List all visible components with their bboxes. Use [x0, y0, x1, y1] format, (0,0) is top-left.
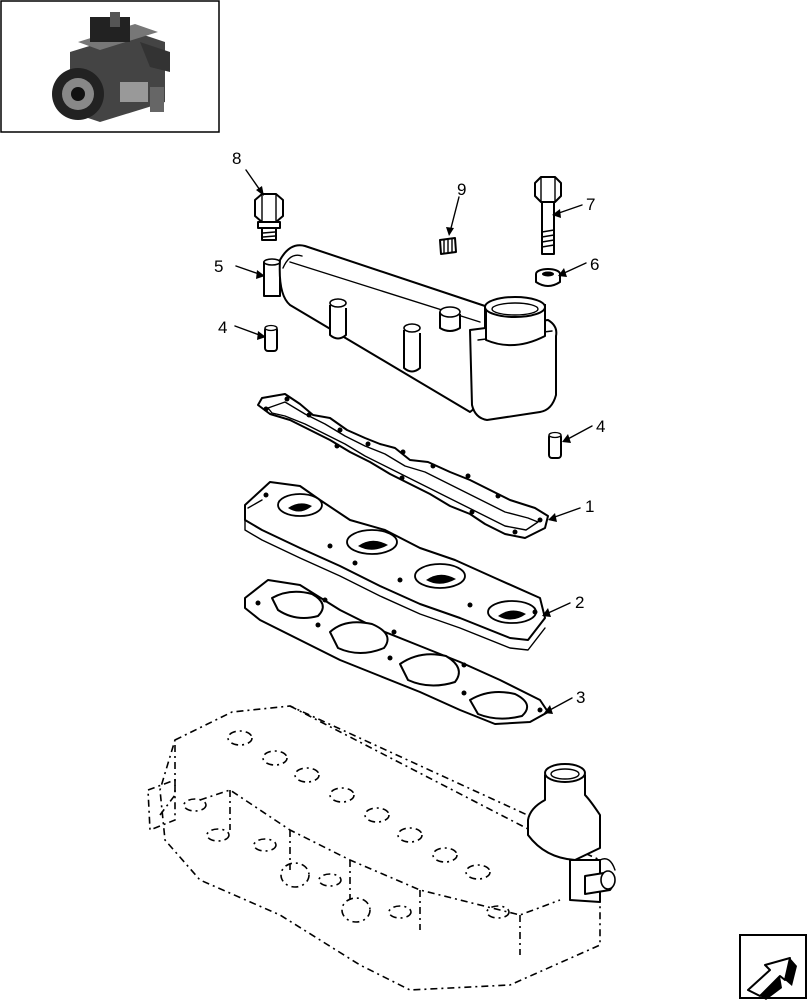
- gasket-1-icon: [257, 393, 549, 539]
- bolt-8-icon: [254, 193, 284, 241]
- callout-2: 2: [575, 593, 584, 612]
- cylinder-head-icon: [147, 705, 601, 991]
- callout-6: 6: [590, 255, 599, 274]
- spacer-plate-icon: [244, 481, 546, 651]
- callout-4-left: 4: [218, 318, 227, 337]
- seal-washer-6-icon: [535, 268, 561, 287]
- sleeve-5-icon: [263, 258, 281, 297]
- gasket-3-icon: [244, 579, 549, 725]
- engine-thumbnail-icon: [0, 0, 220, 133]
- leader-lines: [234, 169, 593, 714]
- outlet-elbow-icon: [527, 763, 616, 903]
- callout-4-right: 4: [596, 417, 605, 436]
- callout-3: 3: [576, 688, 585, 707]
- callout-9: 9: [457, 180, 466, 199]
- callout-5: 5: [214, 257, 223, 276]
- plug-9-icon: [439, 237, 457, 255]
- dowel-pin-4-right-icon: [548, 431, 562, 459]
- callout-7: 7: [586, 195, 595, 214]
- callout-labels: 8 9 7 5 6 4 4 1 2 3: [214, 149, 605, 707]
- water-manifold-icon: [278, 244, 558, 421]
- callout-1: 1: [585, 497, 594, 516]
- callout-8: 8: [232, 149, 241, 168]
- dowel-pin-4-left-icon: [264, 324, 278, 352]
- next-page-arrow-icon[interactable]: [739, 934, 807, 1000]
- bolt-7-icon: [534, 176, 562, 255]
